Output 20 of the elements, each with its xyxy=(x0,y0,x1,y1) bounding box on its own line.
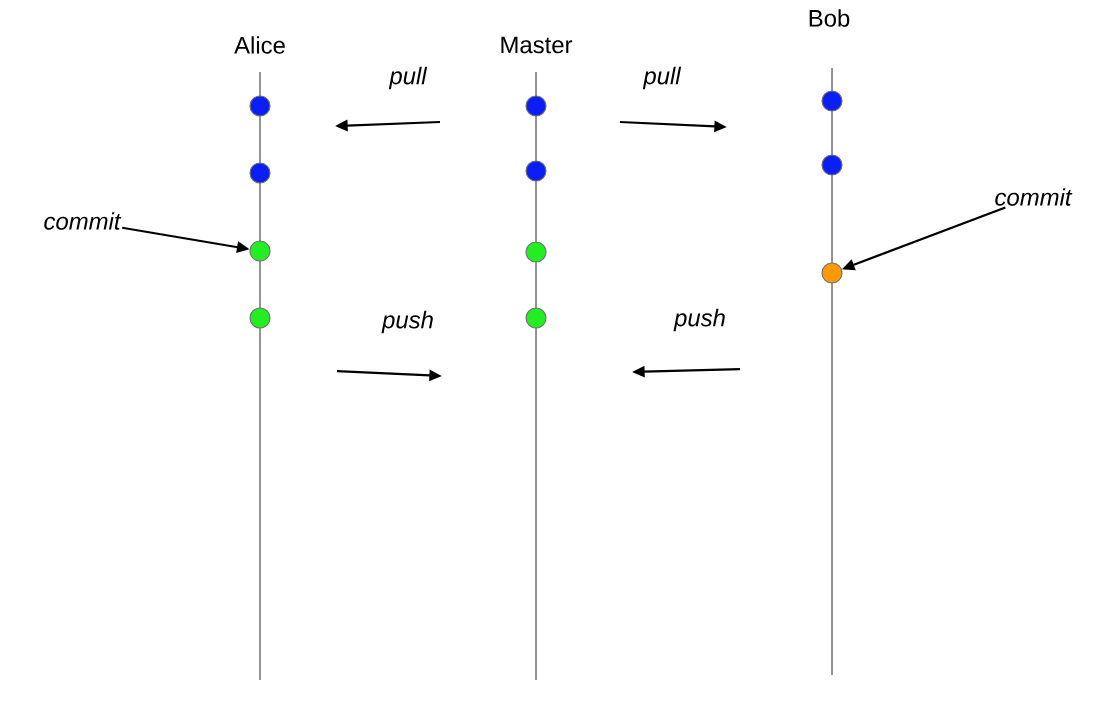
lane-heading: Bob xyxy=(809,9,850,27)
lane-heading: Alice xyxy=(234,36,285,54)
arrow-label: push xyxy=(381,310,433,334)
annotation-text: commit xyxy=(995,188,1073,206)
annotation-text: commit xyxy=(44,212,122,230)
commit-dot xyxy=(525,160,547,182)
commit-dot xyxy=(249,307,271,329)
commit-dot xyxy=(525,241,547,263)
commit-dot xyxy=(249,162,271,184)
commit-dot xyxy=(821,90,843,112)
commit-dot xyxy=(821,154,843,176)
commit-dot xyxy=(525,307,547,329)
commit-dot xyxy=(821,262,843,284)
commit-dot xyxy=(249,95,271,117)
commit-dot xyxy=(525,95,547,117)
arrow-label: push xyxy=(673,308,725,332)
commit-dot xyxy=(249,240,271,262)
lane-heading: Master xyxy=(501,36,573,54)
arrow-label: pull xyxy=(642,66,682,90)
arrow-label: pull xyxy=(388,66,428,90)
